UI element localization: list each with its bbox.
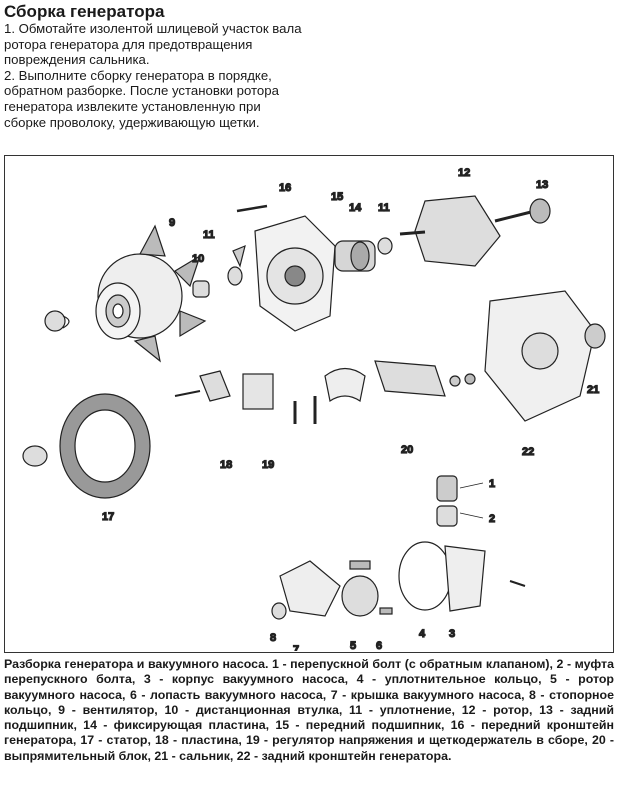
label-21: 21 — [587, 384, 599, 396]
spacer-sleeve-part — [192, 280, 210, 298]
label-15: 15 — [331, 191, 343, 203]
fan-part — [95, 224, 207, 363]
clamp-part — [324, 367, 366, 402]
label-4: 4 — [419, 628, 426, 640]
label-8: 8 — [270, 632, 276, 644]
bypass-bolt-part — [436, 475, 458, 527]
label-20: 20 — [401, 444, 413, 456]
label-13: 13 — [536, 179, 548, 191]
rear-bearing-part — [529, 198, 551, 224]
regulator-brushholder-part — [242, 373, 317, 424]
figure-caption: Разборка генератора и вакуумного насоса.… — [4, 657, 614, 763]
label-22: 22 — [522, 446, 534, 458]
plate-part — [174, 370, 231, 402]
label-5: 5 — [350, 640, 356, 651]
step-1: 1. Обмотайте изолентой шлицевой участок … — [4, 21, 302, 68]
label-6: 6 — [376, 640, 382, 651]
label-16: 16 — [279, 182, 291, 194]
label-2: 2 — [489, 513, 495, 525]
label-9: 9 — [169, 217, 175, 229]
front-bracket-part — [232, 204, 336, 332]
label-17: 17 — [102, 511, 114, 523]
lock-washer-part — [44, 310, 70, 332]
label-14: 14 — [349, 202, 362, 214]
seal-parts — [227, 237, 393, 286]
label-18: 18 — [220, 459, 232, 471]
stator-part — [22, 393, 151, 499]
label-10: 10 — [192, 253, 204, 265]
vacuum-pump-rotor-part — [341, 560, 393, 617]
label-3: 3 — [449, 628, 455, 640]
label-1: 1 — [489, 478, 495, 490]
rotor-part — [399, 195, 536, 267]
label-11b: 11 — [378, 202, 390, 214]
label-11a: 11 — [203, 229, 215, 241]
page-title: Сборка генератора — [4, 2, 165, 21]
exploded-view-figure: 1 2 3 4 5 6 7 8 9 10 11 11 12 13 14 15 1… — [4, 155, 614, 653]
front-bearing-part — [334, 240, 376, 272]
vacuum-pump-cover-part — [271, 560, 341, 620]
label-12: 12 — [458, 167, 470, 179]
label-7: 7 — [293, 644, 299, 651]
exploded-diagram: 1 2 3 4 5 6 7 8 9 10 11 11 12 13 14 15 1… — [22, 166, 606, 651]
label-19: 19 — [262, 459, 274, 471]
instructions: 1. Обмотайте изолентой шлицевой участок … — [4, 21, 304, 130]
vacuum-pump-housing-part — [398, 541, 526, 612]
rectifier-part — [374, 360, 476, 397]
step-2: 2. Выполните сборку генератора в порядке… — [4, 67, 279, 130]
rear-bracket-part — [484, 290, 606, 422]
